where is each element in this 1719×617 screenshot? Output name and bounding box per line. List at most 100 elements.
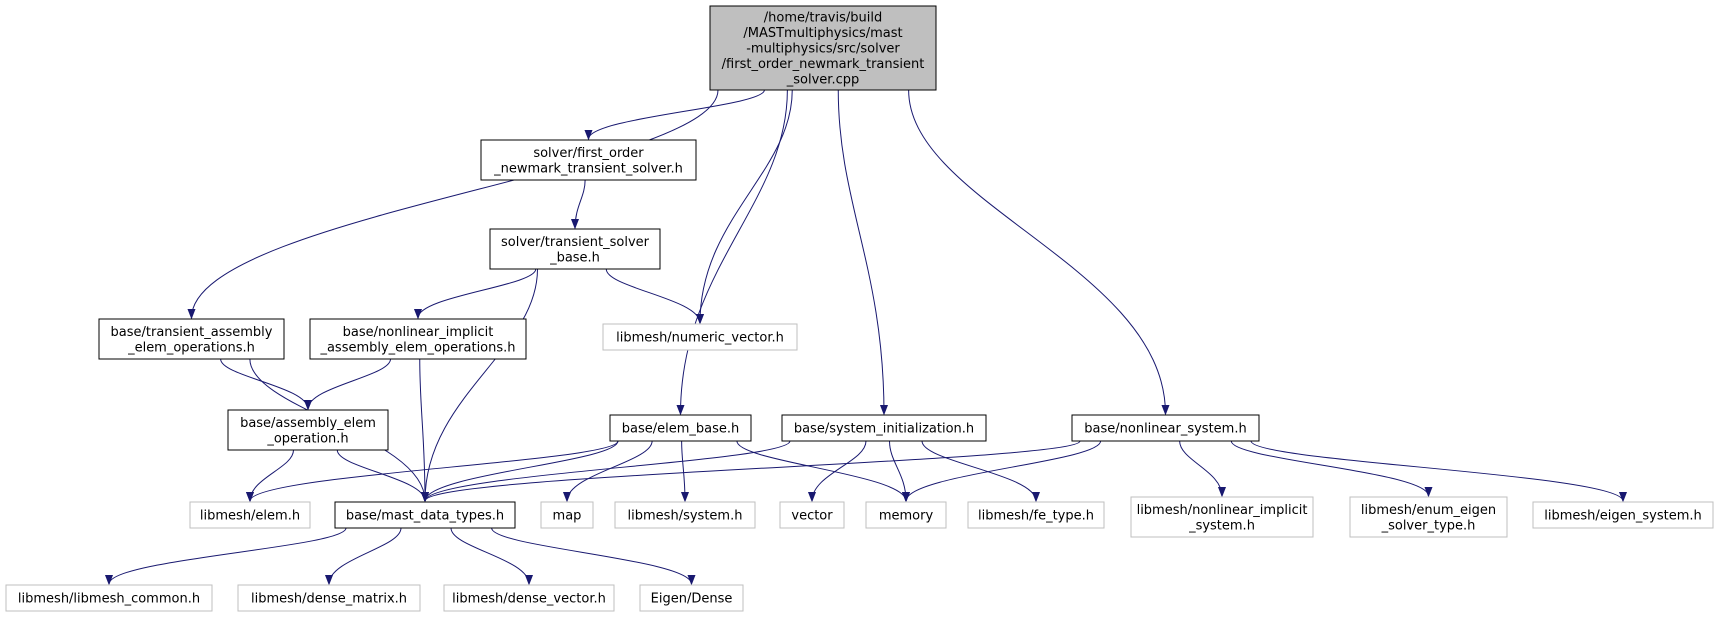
node-box <box>480 139 697 181</box>
node-label-line: memory <box>879 509 934 524</box>
node-box <box>1532 501 1714 529</box>
edge-system_initialization_h-to-fe_type_h <box>921 440 1036 501</box>
edge-transient_solver_base_h-to-mast_data_types_h <box>425 268 538 501</box>
node-system-initialization-h[interactable]: base/system_initialization.h <box>781 414 987 442</box>
edge-mast_data_types_h-to-dense_vector_h <box>450 527 529 584</box>
node-label-line: /MASTmultiphysics/mast <box>743 26 902 41</box>
node-label-line: _elem_operations.h <box>127 340 255 355</box>
edge-elem_base_h-to-elem_h <box>250 440 619 501</box>
node-box <box>1349 496 1508 538</box>
edge-mast_data_types_h-to-libmesh_common_h <box>109 527 347 584</box>
node-box <box>237 584 421 612</box>
node-libmesh-common-h[interactable]: libmesh/libmesh_common.h <box>5 584 213 612</box>
edge-nonlinear_system_h-to-mast_data_types_h <box>425 440 1081 501</box>
node-label-line: _assembly_elem_operations.h <box>319 340 515 355</box>
node-label-line: _base.h <box>549 250 600 265</box>
node-fe-type-h[interactable]: libmesh/fe_type.h <box>967 501 1105 529</box>
node-label-line: base/nonlinear_implicit <box>343 325 494 340</box>
node-label-line: libmesh/system.h <box>628 509 743 524</box>
node-label-line: libmesh/numeric_vector.h <box>616 331 784 346</box>
node-box <box>602 323 798 351</box>
node-label-line: map <box>553 509 582 524</box>
node-box <box>189 501 311 529</box>
edge-transient_solver_base_h-to-numeric_vector_h <box>605 268 700 323</box>
node-eigen-system-h[interactable]: libmesh/eigen_system.h <box>1532 501 1714 529</box>
node-memory[interactable]: memory <box>865 501 947 529</box>
edge-mast_data_types_h-to-eigen_dense <box>491 527 692 584</box>
node-box <box>779 501 845 529</box>
edge-root-to-transient_assembly_h <box>192 89 719 318</box>
edge-assembly_elem_operation_h-to-elem_h <box>250 449 294 501</box>
edge-nonlinear_system_h-to-memory <box>906 440 1102 501</box>
node-nonlinear-system-h[interactable]: base/nonlinear_system.h <box>1071 414 1260 442</box>
node-label-line: libmesh/elem.h <box>200 509 300 524</box>
edge-nonlinear_system_h-to-eigen_system_h <box>1250 440 1623 501</box>
node-box <box>540 501 594 529</box>
node-label-line: Eigen/Dense <box>651 592 733 607</box>
node-nonlinear-implicit-system-h[interactable]: libmesh/nonlinear_implicit_system.h <box>1130 496 1314 538</box>
edge-mast_data_types_h-to-dense_matrix_h <box>329 527 402 584</box>
node-root: /home/travis/build/MASTmultiphysics/mast… <box>709 5 937 91</box>
edge-system_initialization_h-to-vector <box>812 440 867 501</box>
node-assembly-elem-operation-h[interactable]: base/assembly_elem_operation.h <box>227 409 389 451</box>
node-label-line: /home/travis/build <box>764 11 882 26</box>
node-label-line: base/mast_data_types.h <box>346 509 504 524</box>
nodes-layer: /home/travis/build/MASTmultiphysics/mast… <box>5 5 1714 612</box>
node-box <box>98 318 285 360</box>
edge-nonlinear_implicit_assembly_h-to-assembly_elem_operation_h <box>308 358 391 409</box>
node-fon-solver-h[interactable]: solver/first_order_newmark_transient_sol… <box>480 139 697 181</box>
node-label-line: libmesh/dense_matrix.h <box>251 592 407 607</box>
edge-nonlinear_system_h-to-enum_eigen_solver_type_h <box>1230 440 1428 496</box>
node-vector[interactable]: vector <box>779 501 845 529</box>
node-label-line: /first_order_newmark_transient <box>722 57 925 72</box>
edge-root-to-system_initialization_h <box>837 89 884 414</box>
edge-fon_solver_h-to-transient_solver_base_h <box>575 179 586 228</box>
node-box <box>967 501 1105 529</box>
edge-elem_base_h-to-system_h <box>682 440 685 501</box>
node-box <box>614 501 756 529</box>
node-map[interactable]: map <box>540 501 594 529</box>
node-dense-matrix-h[interactable]: libmesh/dense_matrix.h <box>237 584 421 612</box>
node-transient-assembly-h[interactable]: base/transient_assembly_elem_operations.… <box>98 318 285 360</box>
node-box <box>609 414 752 442</box>
node-numeric-vector-h[interactable]: libmesh/numeric_vector.h <box>602 323 798 351</box>
node-box <box>639 584 744 612</box>
node-box <box>5 584 213 612</box>
edge-assembly_elem_operation_h-to-mast_data_types_h <box>336 449 425 501</box>
edge-elem_base_h-to-memory <box>736 440 906 501</box>
edge-nonlinear_implicit_assembly_h-to-mast_data_types_h <box>419 358 425 501</box>
node-label-line: _newmark_transient_solver.h <box>493 161 683 176</box>
node-system-h[interactable]: libmesh/system.h <box>614 501 756 529</box>
node-box <box>227 409 389 451</box>
node-label-line: solver/first_order <box>533 146 644 161</box>
edge-elem_base_h-to-mast_data_types_h <box>425 440 619 501</box>
node-transient-solver-base-h[interactable]: solver/transient_solver_base.h <box>489 228 661 270</box>
node-label-line: base/nonlinear_system.h <box>1084 422 1246 437</box>
node-box <box>781 414 987 442</box>
node-label-line: libmesh/fe_type.h <box>978 509 1094 524</box>
edge-root-to-numeric_vector_h <box>700 89 793 323</box>
node-label-line: solver/transient_solver <box>501 235 650 250</box>
node-dense-vector-h[interactable]: libmesh/dense_vector.h <box>443 584 615 612</box>
node-label-line: libmesh/dense_vector.h <box>452 592 606 607</box>
node-enum-eigen-solver-type-h[interactable]: libmesh/enum_eigen_solver_type.h <box>1349 496 1508 538</box>
edge-system_initialization_h-to-mast_data_types_h <box>425 440 791 501</box>
node-label-line: libmesh/eigen_system.h <box>1544 509 1702 524</box>
node-nonlinear-implicit-assembly-h[interactable]: base/nonlinear_implicit_assembly_elem_op… <box>309 318 527 360</box>
node-box <box>443 584 615 612</box>
node-label-line: base/system_initialization.h <box>794 422 974 437</box>
node-label-line: -multiphysics/src/solver <box>746 42 900 57</box>
node-mast-data-types-h[interactable]: base/mast_data_types.h <box>334 501 516 529</box>
node-box <box>709 5 937 91</box>
node-label-line: libmesh/nonlinear_implicit <box>1137 503 1308 518</box>
edge-elem_base_h-to-map <box>567 440 653 501</box>
node-eigen-dense[interactable]: Eigen/Dense <box>639 584 744 612</box>
node-box <box>865 501 947 529</box>
node-elem-h[interactable]: libmesh/elem.h <box>189 501 311 529</box>
edge-transient_solver_base_h-to-nonlinear_implicit_assembly_h <box>418 268 537 318</box>
node-label-line: vector <box>791 509 833 524</box>
node-label-line: _solver_type.h <box>1381 518 1476 533</box>
node-box <box>489 228 661 270</box>
node-elem-base-h[interactable]: base/elem_base.h <box>609 414 752 442</box>
